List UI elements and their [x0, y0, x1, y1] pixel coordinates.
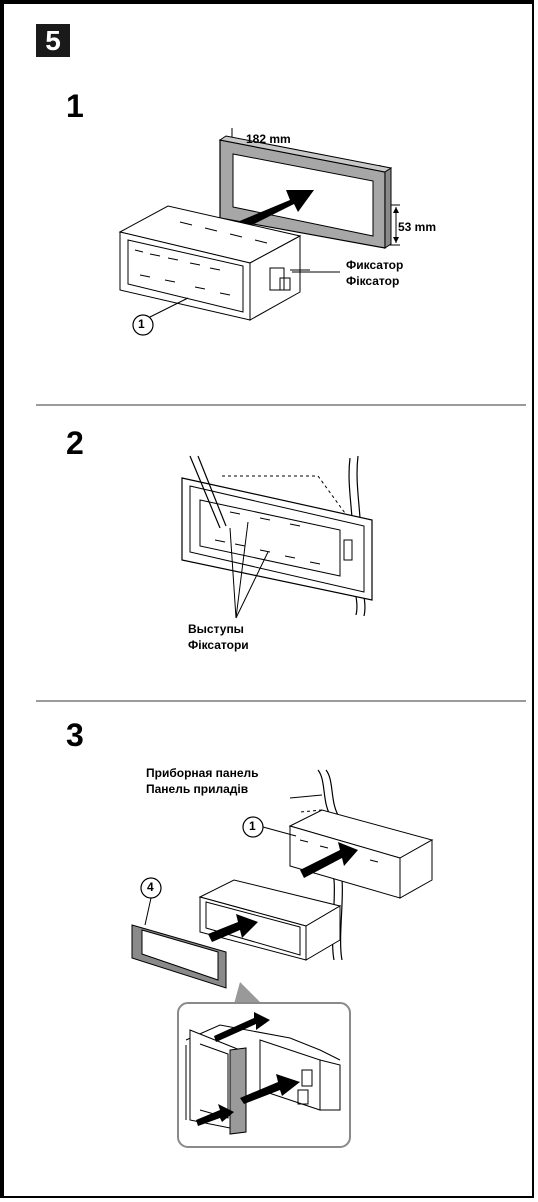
step-2-number: 2: [66, 425, 84, 461]
mounting-sleeve: [118, 205, 310, 321]
step-3-number: 3: [66, 717, 84, 753]
callout-sleeve-step1: [132, 314, 154, 336]
dashboard-label-ru: Приборная панель: [146, 766, 259, 780]
step-1-number: 1: [66, 88, 84, 124]
divider-1: [36, 404, 526, 406]
width-dimension: 182 mm: [246, 132, 291, 146]
insert-arrow: [230, 190, 314, 234]
callout-frame-number: 4: [147, 880, 154, 894]
claws-label-ru: Выступы: [188, 622, 244, 636]
latch-label-ru: Фиксатор: [346, 258, 404, 272]
divider-2: [36, 700, 526, 702]
step-1-illustration: [118, 128, 400, 336]
height-dimension: 53 mm: [398, 220, 437, 234]
callout-sleeve-step3-number: 1: [249, 819, 256, 833]
latch-label-ua: Фіксатор: [346, 274, 400, 288]
section-badge: 5: [36, 24, 70, 57]
step-2-illustration: [181, 455, 373, 619]
front-frame: [131, 924, 227, 989]
claws-label-ua: Фіксатори: [188, 638, 249, 652]
dashboard-label-ua: Панель приладів: [146, 782, 249, 796]
callout-sleeve-step1-number: 1: [138, 317, 145, 331]
